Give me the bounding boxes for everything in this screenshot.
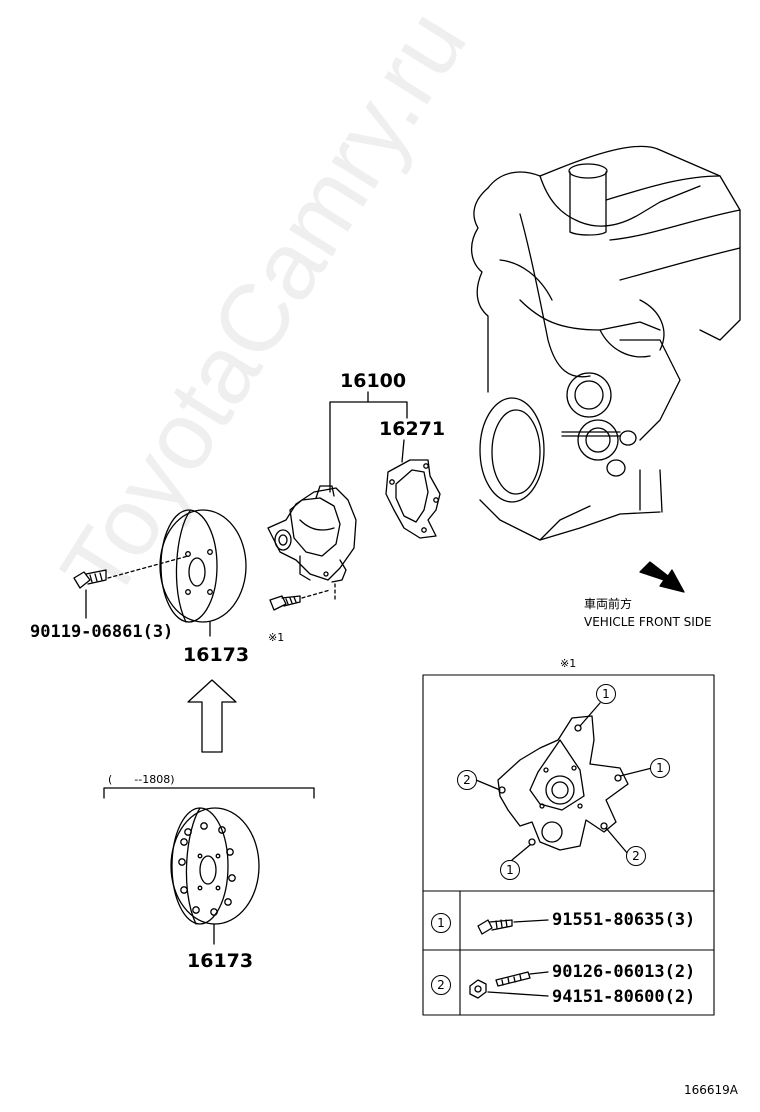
- label-gasket-16271: 16271: [379, 418, 446, 440]
- legend-part-91551-80635: 91551-80635(3): [552, 910, 696, 930]
- direction-arrow: [639, 561, 685, 593]
- label-detail-mark: ※1: [560, 657, 577, 670]
- label-pulley-upper-16173: 16173: [183, 644, 250, 666]
- pulley-lower-illustration: [170, 807, 260, 945]
- assembly-bracket: [329, 391, 408, 493]
- label-range-note: ( --1808): [108, 773, 175, 786]
- gasket-16271-illustration: [385, 459, 441, 539]
- label-diagram-id: 166619A: [684, 1083, 739, 1097]
- legend-part-94151-80600: 94151-80600(2): [552, 987, 696, 1007]
- callout-1-right: 1: [650, 758, 670, 778]
- callout-1-bottom: 1: [500, 860, 520, 880]
- callout-1-top: 1: [596, 684, 616, 704]
- label-bolt-90119-06861: 90119-06861(3): [30, 622, 174, 642]
- callout-2-left: 2: [457, 770, 477, 790]
- label-direction-jp: 車両前方: [584, 597, 633, 611]
- legend-marker-2: 2: [431, 975, 451, 995]
- callout-2-right: 2: [626, 846, 646, 866]
- pulley-upper-illustration: [107, 509, 247, 637]
- legend-part-90126-06013: 90126-06013(2): [552, 962, 696, 982]
- range-bracket: [103, 787, 315, 799]
- engine-block-illustration: [471, 145, 741, 541]
- upgrade-arrow: [187, 679, 237, 753]
- label-assembly-16100: 16100: [340, 370, 407, 392]
- water-pump-illustration: [267, 485, 357, 601]
- detail-box: [422, 674, 715, 1016]
- pump-bolt-illustration: [269, 589, 331, 611]
- left-bolt-illustration: [73, 569, 107, 619]
- legend-marker-1: 1: [431, 913, 451, 933]
- label-direction-en: VEHICLE FRONT SIDE: [584, 615, 712, 629]
- label-pulley-lower-16173: 16173: [187, 950, 254, 972]
- label-ref-mark: ※1: [268, 631, 285, 644]
